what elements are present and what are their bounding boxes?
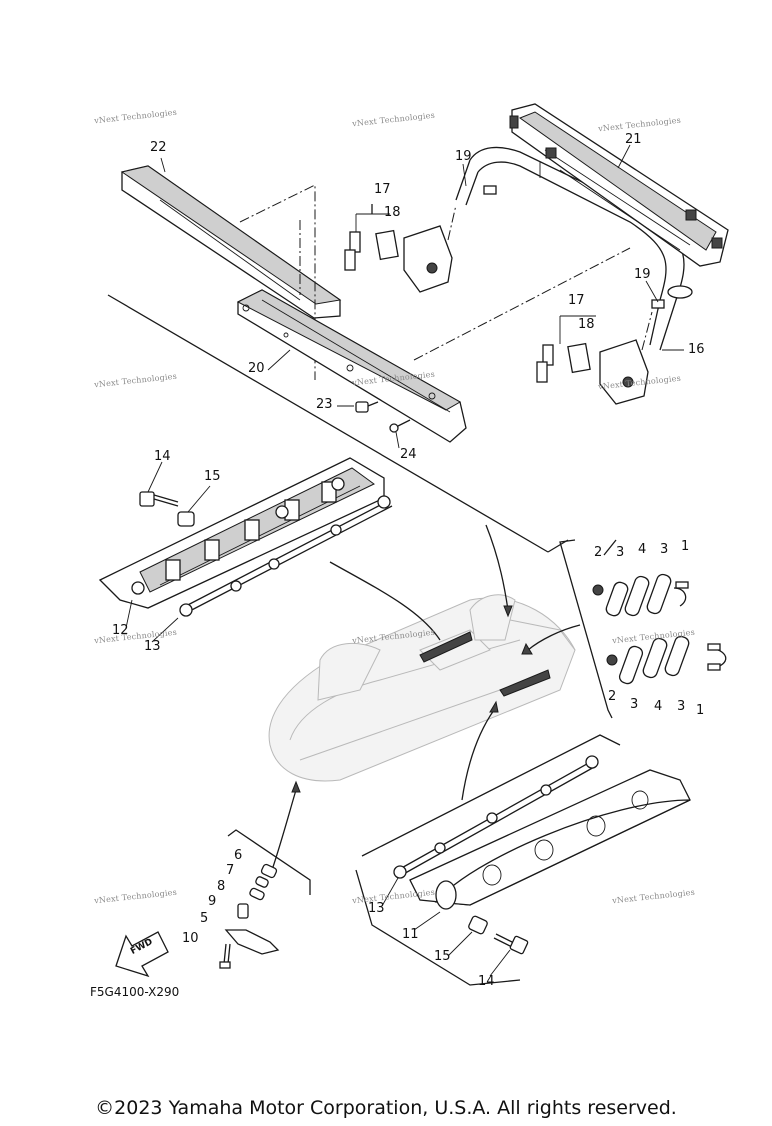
callout-17-lower: 17 — [568, 293, 585, 308]
callout-20: 20 — [248, 361, 265, 376]
part-16-handle — [455, 146, 693, 351]
callout-1-upper: 1 — [681, 539, 690, 554]
bolt-14-upper — [139, 491, 195, 527]
callout-15-upper: 15 — [204, 469, 221, 484]
callout-7: 7 — [226, 863, 235, 878]
bracket-upper — [344, 185, 497, 293]
callout-11: 11 — [402, 927, 419, 942]
part-21-grip — [509, 103, 729, 267]
part-11-skid-lower — [409, 769, 691, 910]
callout-2-upper: 2 — [594, 545, 603, 560]
callout-24: 24 — [400, 447, 417, 462]
callout-3-lower-a: 3 — [630, 697, 639, 712]
callout-leaders — [125, 144, 684, 977]
part-12-skid-upper — [98, 457, 385, 609]
callout-19-lower: 19 — [634, 267, 651, 282]
clamp-set-lower — [606, 635, 727, 685]
callout-4-upper: 4 — [638, 542, 647, 557]
callout-14-upper: 14 — [154, 449, 171, 464]
part-13-rail-lower — [393, 755, 599, 879]
leader-arrows — [271, 524, 581, 871]
part-22-pad — [120, 165, 342, 319]
callout-21: 21 — [625, 132, 642, 147]
callout-1-lower: 1 — [696, 703, 705, 718]
copyright-footer: ©2023 Yamaha Motor Corporation, U.S.A. A… — [95, 1097, 677, 1119]
callout-9: 9 — [208, 894, 217, 909]
screws-23-24 — [355, 401, 411, 433]
callout-18-lower: 18 — [578, 317, 595, 332]
boundary-lines — [107, 294, 621, 986]
callout-8: 8 — [217, 879, 226, 894]
callout-4-lower: 4 — [654, 699, 663, 714]
callout-13-upper: 13 — [144, 639, 161, 654]
callout-3-upper-a: 3 — [616, 545, 625, 560]
callout-16: 16 — [688, 342, 705, 357]
callout-22: 22 — [150, 140, 167, 155]
bracket-lower — [536, 299, 665, 405]
callout-13-lower: 13 — [368, 901, 385, 916]
part-13-rail-upper — [179, 495, 393, 617]
callout-10: 10 — [182, 931, 199, 946]
callout-17-upper: 17 — [374, 182, 391, 197]
callout-3-lower-b: 3 — [677, 699, 686, 714]
clamp-set-upper — [592, 573, 689, 617]
callout-14-lower: 14 — [478, 974, 495, 989]
callout-12: 12 — [112, 623, 129, 638]
callout-15-lower: 15 — [434, 949, 451, 964]
callout-18-upper: 18 — [384, 205, 401, 220]
callout-6: 6 — [234, 848, 243, 863]
callout-3-upper-b: 3 — [660, 542, 669, 557]
callout-19-upper: 19 — [455, 149, 472, 164]
fwd-arrow-icon — [115, 931, 169, 978]
diagram-code: F5G4100-X290 — [90, 985, 180, 999]
bolt-14-lower — [468, 915, 529, 955]
callout-5: 5 — [200, 911, 209, 926]
watercraft-outline — [268, 594, 576, 782]
part-20-bar — [236, 289, 467, 443]
fitting-parts-5-10 — [219, 863, 280, 969]
callout-23: 23 — [316, 397, 333, 412]
callout-2-lower: 2 — [608, 689, 617, 704]
